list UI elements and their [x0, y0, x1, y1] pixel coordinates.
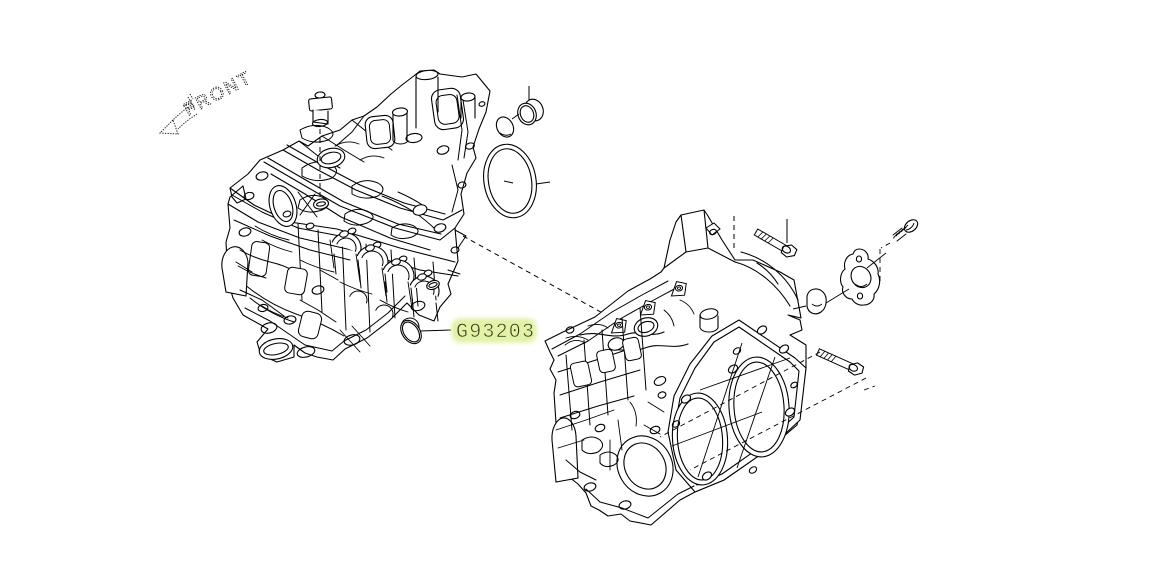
- svg-text:G93203: G93203: [456, 321, 535, 344]
